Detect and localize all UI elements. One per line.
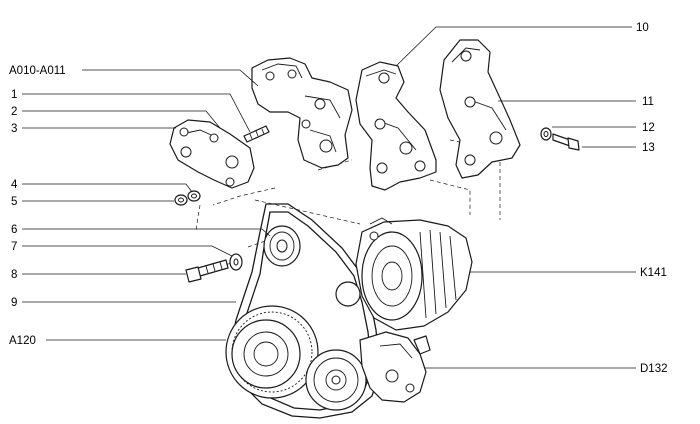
- label-4: 4: [11, 179, 18, 191]
- stud: [243, 125, 270, 143]
- pump-bracket: [439, 39, 521, 179]
- tensioner-bracket: [169, 119, 255, 189]
- label-a120: A120: [9, 335, 36, 347]
- washer: [229, 253, 243, 271]
- bolt: [185, 259, 229, 283]
- label-6: 6: [11, 224, 17, 236]
- power-steering-pump: [359, 331, 431, 403]
- label-3: 3: [11, 123, 17, 135]
- label-9: 9: [11, 297, 17, 309]
- label-d132: D132: [640, 363, 668, 375]
- washer-and-nut: [174, 190, 201, 206]
- label-12: 12: [642, 122, 655, 134]
- label-8: 8: [11, 269, 17, 281]
- engine-block-bracket: [251, 57, 353, 169]
- label-1: 1: [11, 89, 17, 101]
- part-labels: A010-A011 1 2 3 4 5 6 7 8 9 A120 10 11 1…: [9, 22, 668, 375]
- alternator: [355, 217, 473, 331]
- tensioner-pulley: [263, 225, 301, 267]
- label-7: 7: [11, 241, 17, 253]
- label-11: 11: [642, 96, 654, 108]
- bolt-and-washer: [540, 127, 580, 151]
- label-13: 13: [642, 142, 655, 154]
- label-k141: K141: [640, 267, 667, 279]
- alternator-support-bracket: [355, 61, 437, 191]
- pump-pulley: [305, 349, 367, 411]
- label-5: 5: [11, 196, 17, 208]
- label-10: 10: [636, 22, 649, 34]
- crankshaft-pulley: [225, 305, 319, 399]
- label-2: 2: [11, 106, 17, 118]
- leader-lines: [22, 26, 636, 369]
- label-a010-a011: A010-A011: [9, 65, 66, 77]
- idler-pulley: [335, 281, 361, 307]
